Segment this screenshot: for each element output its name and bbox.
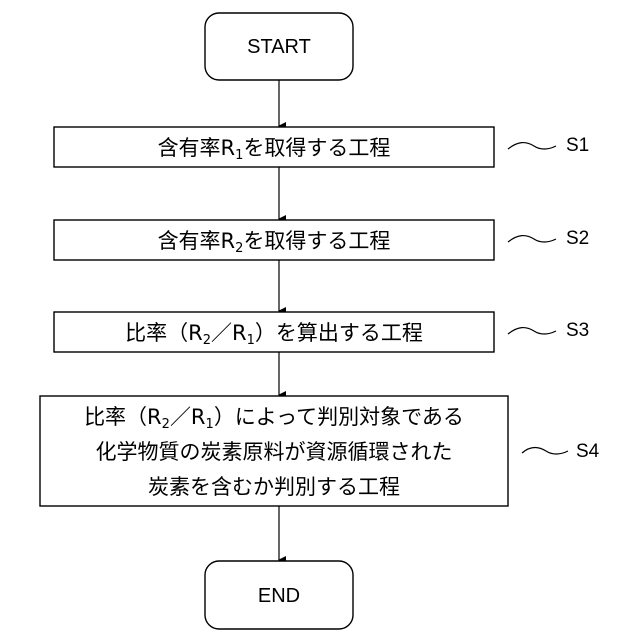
- step-s3-text: 比率（R2／R1）を算出する工程: [125, 321, 423, 348]
- subscript: 1: [247, 333, 255, 348]
- start-node: START: [205, 13, 353, 80]
- step-text-segment: 比率（R: [84, 405, 162, 429]
- step-line: 比率（R2／R1）を算出する工程: [125, 321, 423, 348]
- subscript: 2: [162, 417, 170, 432]
- step-text-segment: 化学物質の炭素原料が資源循環された: [96, 440, 453, 464]
- start-label: START: [247, 36, 311, 58]
- step-s2-text: 含有率R2を取得する工程: [158, 229, 391, 256]
- leader-s3: [508, 328, 556, 334]
- step-text-segment: ）を算出する工程: [255, 321, 423, 345]
- step-s3-label: S3: [566, 320, 589, 341]
- step-text-segment: ／R: [170, 405, 206, 429]
- subscript: 1: [206, 417, 214, 432]
- step-text-segment: 比率（R: [125, 321, 203, 345]
- end-label: END: [258, 585, 300, 607]
- step-s1-text: 含有率R1を取得する工程: [158, 136, 391, 163]
- step-s4: 比率（R2／R1）によって判別対象である化学物質の炭素原料が資源循環された炭素を…: [40, 396, 508, 506]
- step-s3: 比率（R2／R1）を算出する工程: [54, 312, 494, 352]
- step-s1: 含有率R1を取得する工程: [54, 127, 494, 167]
- step-text-segment: を取得する工程: [243, 136, 390, 160]
- subscript: 2: [235, 241, 243, 256]
- step-line: 含有率R1を取得する工程: [158, 136, 391, 163]
- leader-s2: [508, 236, 556, 242]
- subscript: 2: [203, 333, 211, 348]
- step-s4-label: S4: [576, 441, 600, 462]
- leader-s1: [508, 143, 556, 149]
- end-node: END: [205, 561, 353, 629]
- step-line: 化学物質の炭素原料が資源循環された: [96, 440, 453, 464]
- step-line: 比率（R2／R1）によって判別対象である: [84, 405, 464, 432]
- step-s2: 含有率R2を取得する工程: [54, 220, 494, 260]
- step-s2-label: S2: [566, 228, 589, 249]
- step-s1-label: S1: [566, 135, 589, 156]
- subscript: 1: [235, 148, 243, 163]
- step-text-segment: を取得する工程: [243, 229, 390, 253]
- step-text-segment: 含有率R: [158, 136, 236, 160]
- step-line: 炭素を含むか判別する工程: [148, 475, 400, 499]
- step-text-segment: ）によって判別対象である: [214, 405, 464, 429]
- step-text-segment: 炭素を含むか判別する工程: [148, 475, 400, 499]
- step-line: 含有率R2を取得する工程: [158, 229, 391, 256]
- step-text-segment: 含有率R: [158, 229, 236, 253]
- step-text-segment: ／R: [211, 321, 247, 345]
- leader-s4: [522, 447, 568, 454]
